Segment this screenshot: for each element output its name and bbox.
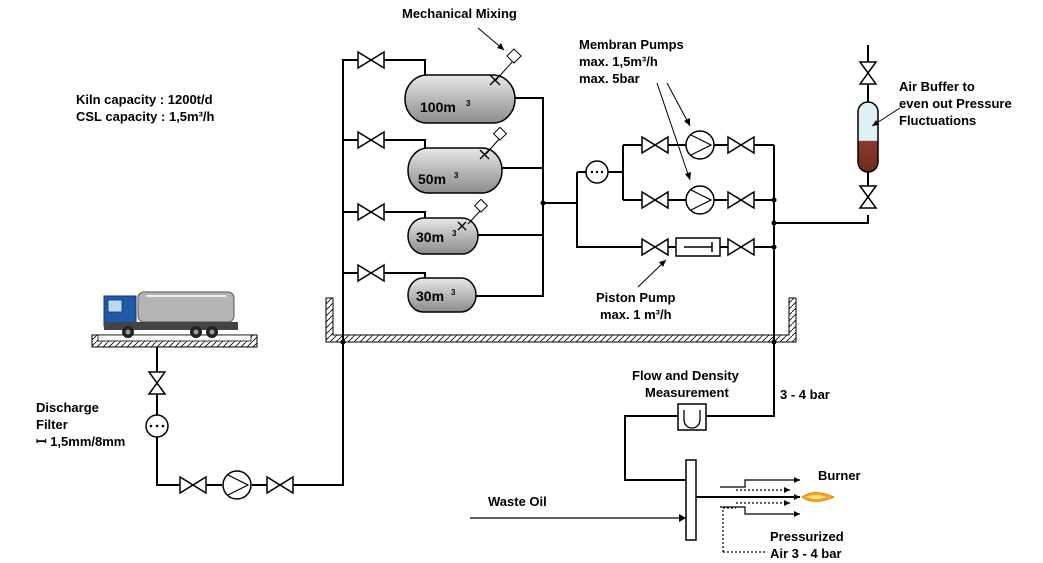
pressurized-air-label: Pressurized (770, 529, 844, 544)
tank-30m3-b: 30m 3 (407, 277, 477, 313)
valve-icon (641, 190, 669, 210)
membran-pump-pointer-arrows (656, 82, 691, 181)
tank-50m3: 50m 3 (407, 147, 503, 194)
flow-density-label-line2: Measurement (645, 385, 729, 400)
tank-outlet-piping (476, 97, 577, 297)
mixing-pointer-arrow (477, 27, 505, 51)
piston-pump-capacity: max. 1 m³/h (600, 307, 672, 322)
pressurized-air-pressure: Air 3 - 4 bar (770, 546, 842, 561)
valve-icon (727, 135, 755, 155)
truck-icon (103, 291, 238, 338)
valve-icon (266, 475, 294, 495)
filter-icon (585, 160, 609, 184)
air-buffer-pointer-arrow (871, 107, 901, 127)
pressurized-air-line (722, 477, 800, 553)
valve-icon (147, 371, 167, 395)
kiln-capacity-label: Kiln capacity : 1200t/d (76, 92, 213, 107)
tank-volume-exponent: 3 (466, 99, 471, 108)
tank-30m3-a: 30m 3 (407, 217, 479, 255)
valve-icon (357, 50, 385, 70)
tank-volume-label: 30m (416, 288, 444, 304)
discharge-filter-label-line2: Filter (36, 417, 68, 432)
valve-icon (858, 61, 878, 85)
flow-meter-icon (677, 403, 707, 431)
valve-icon (641, 135, 669, 155)
pump-icon (222, 470, 252, 500)
pressure-label: 3 - 4 bar (780, 387, 830, 402)
burner-flame-icon (801, 492, 835, 502)
waste-oil-label: Waste Oil (488, 494, 547, 509)
air-buffer-label: Air Buffer to (899, 79, 975, 94)
air-buffer-vessel (857, 101, 879, 173)
piston-pump-icon (675, 237, 721, 257)
valve-icon (727, 190, 755, 210)
membran-pumps-capacity: max. 1,5m³/h (579, 54, 658, 69)
tank-volume-label: 50m (418, 171, 446, 187)
valve-icon (357, 263, 385, 283)
pump-icon (685, 130, 715, 160)
mixer-icon (489, 48, 522, 86)
burner-manifold (685, 459, 697, 541)
valve-icon (357, 130, 385, 150)
burner-label: Burner (818, 468, 861, 483)
pump-icon (685, 185, 715, 215)
filter-icon (145, 414, 169, 438)
valve-icon (641, 237, 669, 257)
mixer-icon (457, 198, 489, 231)
truck-platform (91, 334, 258, 348)
valve-icon (858, 185, 878, 209)
air-buffer-label-line2: even out Pressure (899, 96, 1012, 111)
tank-volume-label: 30m (416, 229, 444, 245)
piston-pump-label: Piston Pump (596, 290, 676, 305)
mixer-icon (479, 126, 508, 160)
tank-100m3: 100m 3 (404, 74, 516, 124)
membran-pumps-pressure: max. 5bar (579, 71, 640, 86)
pump-piping (340, 144, 869, 417)
tank-containment-basin (325, 297, 797, 343)
tank-volume-label: 100m (420, 99, 456, 115)
tank-volume-exponent: 3 (452, 229, 457, 238)
discharge-filter-mesh: ꟷ 1,5mm/8mm (36, 434, 125, 449)
tank-volume-exponent: 3 (454, 171, 459, 180)
csl-capacity-label: CSL capacity : 1,5m³/h (76, 109, 215, 124)
air-buffer-label-line3: Fluctuations (899, 113, 976, 128)
discharge-filter-label: Discharge (36, 400, 99, 415)
tank-volume-exponent: 3 (451, 288, 456, 297)
membran-pumps-label: Membran Pumps (579, 37, 684, 52)
valve-icon (357, 202, 385, 222)
piston-pump-pointer-arrow (637, 259, 667, 288)
valve-icon (727, 237, 755, 257)
valve-icon (179, 475, 207, 495)
flow-density-label: Flow and Density (632, 368, 740, 383)
burner-feed-piping (470, 415, 800, 522)
mechanical-mixing-label: Mechanical Mixing (402, 6, 517, 21)
